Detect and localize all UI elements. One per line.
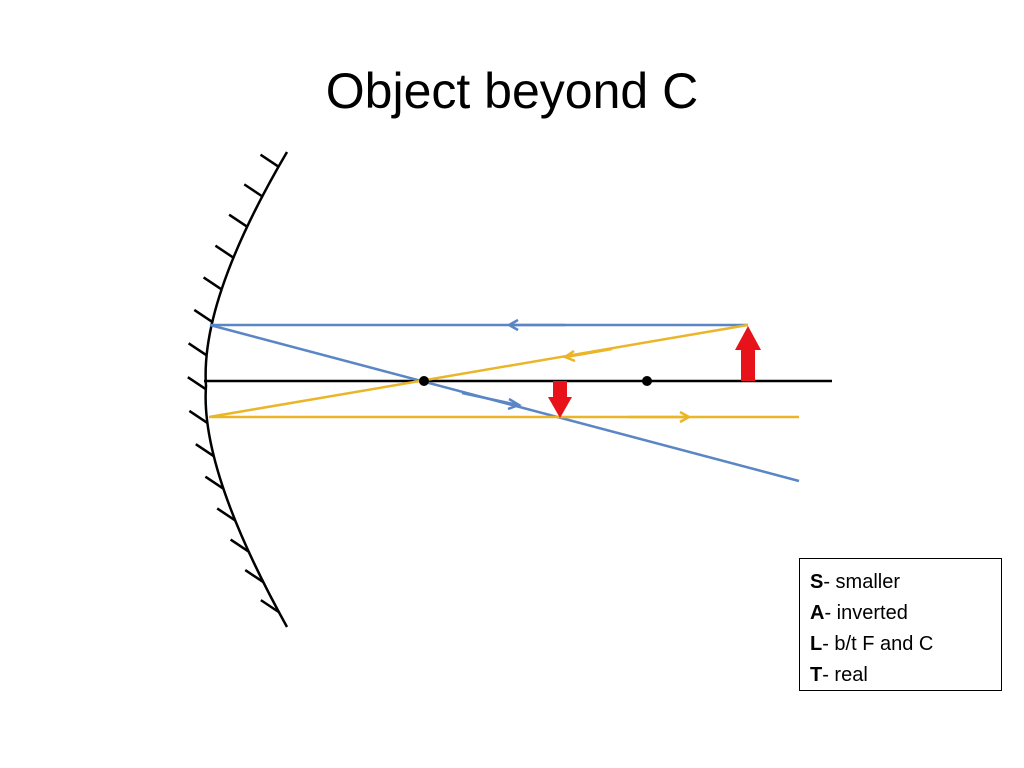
- hatch-mark: [259, 153, 280, 168]
- hatch-mark: [187, 376, 207, 391]
- hatch-mark: [195, 443, 215, 458]
- salt-row: S- smaller: [810, 567, 991, 598]
- yellow-direction-arrow-left: [562, 347, 613, 363]
- blue-direction-arrow-right: [461, 391, 522, 411]
- salt-row: L- b/t F and C: [810, 629, 991, 660]
- image-arrow: [548, 381, 572, 418]
- salt-description: - b/t F and C: [822, 633, 934, 655]
- hatch-mark: [187, 342, 208, 357]
- salt-row: A- inverted: [810, 598, 991, 629]
- blue-direction-arrow-left: [506, 318, 565, 332]
- salt-letter: L: [810, 633, 823, 655]
- hatch-mark: [228, 213, 248, 228]
- concave-mirror: [204, 151, 289, 628]
- salt-letter: S: [810, 571, 824, 593]
- hatch-mark: [260, 599, 280, 614]
- hatch-mark: [188, 409, 209, 424]
- focal-point-dot: [419, 376, 429, 386]
- hatch-mark: [229, 538, 250, 553]
- hatch-mark: [216, 507, 236, 522]
- yellow-ray-incident: [208, 323, 749, 419]
- salt-description: - real: [822, 664, 868, 686]
- salt-letter: A: [810, 602, 825, 624]
- hatch-mark: [243, 183, 263, 198]
- salt-description: - inverted: [824, 602, 908, 624]
- mirror-hatching: [187, 153, 280, 614]
- hatch-mark: [202, 276, 223, 291]
- salt-letter: T: [810, 664, 823, 686]
- salt-description: - smaller: [823, 571, 901, 593]
- hatch-mark: [193, 308, 213, 324]
- center-of-curvature-dot: [642, 376, 652, 386]
- object-arrow: [735, 326, 761, 381]
- hatch-mark: [214, 244, 235, 259]
- hatch-mark: [204, 475, 225, 490]
- hatch-mark: [244, 569, 264, 584]
- salt-row: T- real: [810, 660, 991, 691]
- yellow-direction-arrow-right: [628, 410, 692, 424]
- slide-title: Object beyond C: [325, 63, 699, 119]
